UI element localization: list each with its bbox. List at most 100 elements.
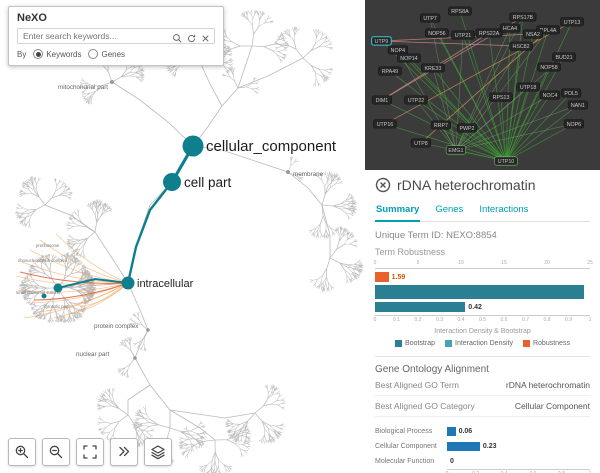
fit-view-button[interactable] xyxy=(76,438,104,466)
radio-keywords[interactable]: Keywords xyxy=(33,49,81,59)
go-bar-row: Biological Process 0.06 xyxy=(375,424,590,439)
robustness-value: 1.59 xyxy=(391,273,406,281)
gene-node-hsc82[interactable]: HSC82 xyxy=(509,41,533,51)
gene-node-nop14[interactable]: NOP14 xyxy=(397,53,421,63)
svg-text:RPS8A: RPS8A xyxy=(451,9,469,15)
gene-node-utp16[interactable]: UTP16 xyxy=(373,119,397,129)
unique-term-id-value: NEXO:8854 xyxy=(446,230,497,241)
robustness-bar-row: 1.59 xyxy=(375,272,590,282)
svg-text:HSC82: HSC82 xyxy=(513,44,530,50)
gene-node-pwp2[interactable]: PWP2 xyxy=(456,123,478,133)
zoom-out-button[interactable] xyxy=(42,438,70,466)
svg-text:POL5: POL5 xyxy=(564,91,578,97)
gene-node-utp22[interactable]: UTP22 xyxy=(404,95,428,105)
svg-text:DIM1: DIM1 xyxy=(376,98,389,104)
go-bar-label: Cellular Component xyxy=(375,443,437,450)
svg-text:UTP22: UTP22 xyxy=(408,98,425,104)
gene-node-hca4[interactable]: HCA4 xyxy=(499,23,521,33)
gene-node-nop56[interactable]: NOP56 xyxy=(425,28,449,38)
collapse-button[interactable] xyxy=(110,438,138,466)
gene-node-utp10[interactable]: UTP10 xyxy=(494,156,518,166)
label-membrane[interactable]: membrane xyxy=(293,171,324,178)
fit-view-icon xyxy=(83,445,97,459)
node-label-cellular-component[interactable]: cellular_component xyxy=(206,138,337,155)
search-icon[interactable] xyxy=(172,31,183,43)
gene-node-dim1[interactable]: DIM1 xyxy=(371,95,393,105)
close-icon[interactable] xyxy=(375,177,391,193)
gene-node-bud21[interactable]: BUD21 xyxy=(552,52,576,62)
by-label: By xyxy=(17,49,27,59)
ontology-tree-panel[interactable]: ribonucleoprotein complex small ribosoma… xyxy=(0,0,365,473)
go-bar-cc-value: 0.23 xyxy=(482,443,497,450)
bootstrap-bar-row xyxy=(375,285,590,299)
label-nuclear-part[interactable]: nuclear part xyxy=(76,351,110,358)
gene-node-rpa49[interactable]: RPA49 xyxy=(378,66,402,76)
svg-text:NOP4: NOP4 xyxy=(391,48,405,54)
go-bar-bp xyxy=(447,427,456,436)
svg-text:HCA4: HCA4 xyxy=(503,26,517,32)
go-term-key: Best Aligned GO Term xyxy=(375,380,459,390)
go-chart-axis: 00.20.40.60.81 xyxy=(446,469,591,473)
cluster-label: small ribosomal subunit xyxy=(16,290,61,295)
gene-node-rps22a[interactable]: RPS22A xyxy=(475,28,503,38)
gene-node-rps13[interactable]: RPS13 xyxy=(489,92,513,102)
tab-genes[interactable]: Genes xyxy=(435,204,464,215)
legend-density-label: Interaction Density xyxy=(455,340,513,347)
gene-node-rps8a[interactable]: RPS8A xyxy=(448,6,472,16)
ontology-tree-canvas[interactable]: ribonucleoprotein complex small ribosoma… xyxy=(0,0,365,473)
clear-icon[interactable] xyxy=(200,31,211,42)
gene-node-noc4[interactable]: NOC4 xyxy=(539,90,561,100)
radio-genes-control[interactable] xyxy=(88,49,99,59)
tab-interactions[interactable]: Interactions xyxy=(479,204,529,215)
gene-node-utp21[interactable]: UTP21 xyxy=(451,30,475,40)
gene-node-utp13[interactable]: UTP13 xyxy=(560,17,584,27)
search-mode-row: By Keywords Genes xyxy=(17,49,215,59)
gene-node-utp7[interactable]: UTP7 xyxy=(419,13,441,23)
detail-tabs: Summary Genes Interactions xyxy=(375,201,590,222)
gene-node-nan1[interactable]: NAN1 xyxy=(567,100,589,110)
svg-text:NSA2: NSA2 xyxy=(526,32,540,38)
gene-node-rrp7[interactable]: RRP7 xyxy=(430,120,452,130)
go-bar-row: Cellular Component 0.23 xyxy=(375,439,590,454)
robustness-chart-title: Term Robustness xyxy=(375,247,446,257)
label-mitochondrial-part[interactable]: mitochondrial part xyxy=(58,84,108,91)
cluster-label: cytosolic part xyxy=(44,304,69,309)
radio-keywords-control[interactable] xyxy=(33,49,44,59)
gene-node-nop58[interactable]: NOP58 xyxy=(537,62,561,72)
search-box[interactable] xyxy=(17,28,215,44)
app-title: NeXO xyxy=(17,12,47,24)
gene-node-utp9[interactable]: UTP9 xyxy=(371,36,392,46)
radio-genes[interactable]: Genes xyxy=(88,49,125,59)
node-label-cell-part[interactable]: cell part xyxy=(184,175,232,190)
legend-bootstrap-label: Bootstrap xyxy=(405,340,435,347)
gene-node-pol5[interactable]: POL5 xyxy=(560,88,582,98)
gene-node-rps17b[interactable]: RPS17B xyxy=(509,12,537,22)
go-category-key: Best Aligned GO Category xyxy=(375,401,475,411)
node-label-intracellular[interactable]: intracellular xyxy=(137,278,194,290)
term-title: rDNA heterochromatin xyxy=(397,177,536,193)
reset-icon[interactable] xyxy=(186,31,197,42)
svg-text:UTP8: UTP8 xyxy=(414,141,428,147)
legend-robustness-swatch xyxy=(522,340,530,347)
gene-node-nsa2[interactable]: NSA2 xyxy=(522,29,544,39)
gene-node-nop4[interactable]: NOP4 xyxy=(387,45,409,55)
go-term-row: Best Aligned GO Term rDNA heterochromati… xyxy=(375,375,590,396)
gene-node-utp18[interactable]: UTP18 xyxy=(516,82,540,92)
search-input[interactable] xyxy=(21,30,169,42)
legend-bootstrap: Bootstrap xyxy=(395,340,435,347)
layers-button[interactable] xyxy=(144,438,172,466)
gene-node-utp8[interactable]: UTP8 xyxy=(410,138,432,148)
gene-node-nop6[interactable]: NOP6 xyxy=(563,119,585,129)
gene-node-kre33[interactable]: KRE33 xyxy=(421,63,445,73)
tab-summary[interactable]: Summary xyxy=(375,201,421,222)
label-protein-complex[interactable]: protein complex xyxy=(94,323,139,330)
svg-text:UTP16: UTP16 xyxy=(377,122,394,128)
gene-node-emg1[interactable]: EMG1 xyxy=(445,145,467,155)
go-term-value: rDNA heterochromatin xyxy=(505,380,590,390)
zoom-in-button[interactable] xyxy=(8,438,36,466)
